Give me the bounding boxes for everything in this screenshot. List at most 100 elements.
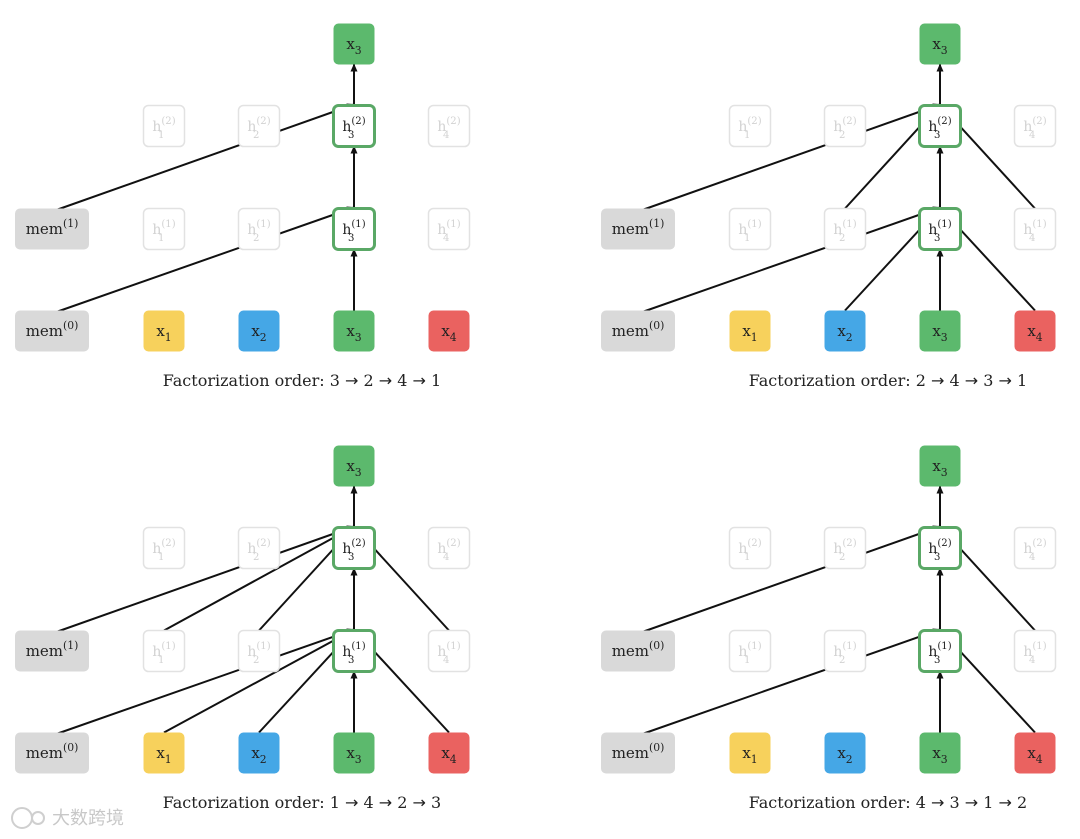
h2-node-4 (1013, 526, 1057, 570)
h2-label-4: h(2)4 (437, 537, 460, 563)
watermark-text: 大数跨境 (52, 808, 124, 829)
input-x3 (333, 310, 375, 352)
h1-node-2 (823, 629, 867, 673)
output-node (919, 445, 961, 487)
h2-node-1 (142, 526, 186, 570)
arrow-mem0-to-h1 (51, 628, 355, 737)
watermark: 大数跨境 (11, 807, 124, 829)
panel-4: x3h(2)1h(2)2h(2)3h(2)4h(1)1h(1)2h(1)3h(1… (601, 445, 1057, 812)
input-x1 (729, 732, 771, 774)
h1-label-2: h(1)2 (247, 640, 270, 666)
arrow-mem1-to-h2 (51, 525, 355, 635)
caption: Factorization order: 1 → 4 → 2 → 3 (163, 793, 441, 812)
input-x3-label: x3 (346, 744, 361, 766)
h1-node-4 (427, 629, 471, 673)
caption: Factorization order: 3 → 2 → 4 → 1 (163, 371, 441, 390)
arrow-mem0-to-h1 (51, 206, 355, 315)
input-x4-label: x4 (1027, 744, 1042, 766)
output-node (333, 23, 375, 65)
h2-node-4 (427, 104, 471, 148)
h2-label-4: h(2)4 (1023, 115, 1046, 141)
input-x3 (333, 732, 375, 774)
caption: Factorization order: 4 → 3 → 1 → 2 (749, 793, 1027, 812)
output-label: x3 (346, 457, 361, 479)
h2-label-1: h(2)1 (738, 537, 761, 563)
input-x4 (428, 310, 470, 352)
h2-node-2 (237, 526, 281, 570)
output-node (919, 23, 961, 65)
h1-node-3-focus (332, 629, 376, 673)
output-label: x3 (932, 457, 947, 479)
input-x1-label: x1 (156, 744, 171, 766)
input-x1-label: x1 (156, 322, 171, 344)
h1-label-3: h(1)3 (928, 640, 951, 666)
h1-node-4 (427, 207, 471, 251)
input-x4 (1014, 310, 1056, 352)
h1-node-2 (237, 629, 281, 673)
input-x2 (824, 310, 866, 352)
h1-label-1: h(1)1 (738, 218, 761, 244)
h1-label-1: h(1)1 (738, 640, 761, 666)
h1-label-3: h(1)3 (928, 218, 951, 244)
input-x1 (143, 310, 185, 352)
h2-label-2: h(2)2 (247, 537, 270, 563)
h1-node-3-focus (918, 207, 962, 251)
h2-node-1 (142, 104, 186, 148)
h2-node-2 (237, 104, 281, 148)
output-node (333, 445, 375, 487)
arrow-h1-1-to-h2 (163, 525, 355, 632)
output-label: x3 (932, 35, 947, 57)
h2-label-1: h(2)1 (152, 115, 175, 141)
h2-node-3-focus (332, 104, 376, 148)
mem-top-box (15, 208, 89, 250)
arrow-mem0-to-h1 (637, 206, 941, 315)
mem-top-box (15, 630, 89, 672)
h2-node-4 (427, 526, 471, 570)
h1-label-4: h(1)4 (437, 640, 460, 666)
input-x2-label: x2 (251, 322, 266, 344)
h1-node-1 (142, 207, 186, 251)
h1-node-4 (1013, 629, 1057, 673)
input-x2-label: x2 (837, 744, 852, 766)
h2-label-3: h(2)3 (928, 115, 951, 141)
panel-2: x3h(2)1h(2)2h(2)3h(2)4h(1)1h(1)2h(1)3h(1… (601, 23, 1057, 390)
mem-top-box (601, 630, 675, 672)
h1-label-4: h(1)4 (1023, 218, 1046, 244)
input-x2 (238, 732, 280, 774)
h1-node-2 (237, 207, 281, 251)
arrow-mem1-to-h2 (637, 525, 941, 635)
input-x2 (824, 732, 866, 774)
arrow-mem1-to-h2 (637, 103, 941, 213)
input-x3-label: x3 (932, 322, 947, 344)
mem-top-label: mem(0) (612, 639, 665, 660)
h1-node-4 (1013, 207, 1057, 251)
input-x3 (919, 732, 961, 774)
input-x4 (428, 732, 470, 774)
h2-node-3-focus (332, 526, 376, 570)
input-x3-label: x3 (346, 322, 361, 344)
input-x1 (729, 310, 771, 352)
h2-label-4: h(2)4 (437, 115, 460, 141)
input-x4-label: x4 (1027, 322, 1042, 344)
input-x4-label: x4 (441, 322, 456, 344)
input-x2-label: x2 (837, 322, 852, 344)
mem-bottom-box (601, 310, 675, 352)
mem-bottom-label: mem(0) (612, 741, 665, 762)
watermark-logo-icon-dot (31, 811, 45, 825)
input-x1 (143, 732, 185, 774)
h2-label-2: h(2)2 (833, 537, 856, 563)
mem-top-label: mem(1) (26, 217, 79, 238)
h1-node-1 (142, 629, 186, 673)
h1-label-2: h(1)2 (247, 218, 270, 244)
h2-label-3: h(2)3 (342, 537, 365, 563)
mem-top-label: mem(1) (612, 217, 665, 238)
mem-top-box (601, 208, 675, 250)
h1-node-2 (823, 207, 867, 251)
h2-node-4 (1013, 104, 1057, 148)
input-x4-label: x4 (441, 744, 456, 766)
h1-label-4: h(1)4 (437, 218, 460, 244)
input-x1-label: x1 (742, 322, 757, 344)
panel-1: x3h(2)1h(2)2h(2)3h(2)4h(1)1h(1)2h(1)3h(1… (15, 23, 471, 390)
mem-top-label: mem(1) (26, 639, 79, 660)
